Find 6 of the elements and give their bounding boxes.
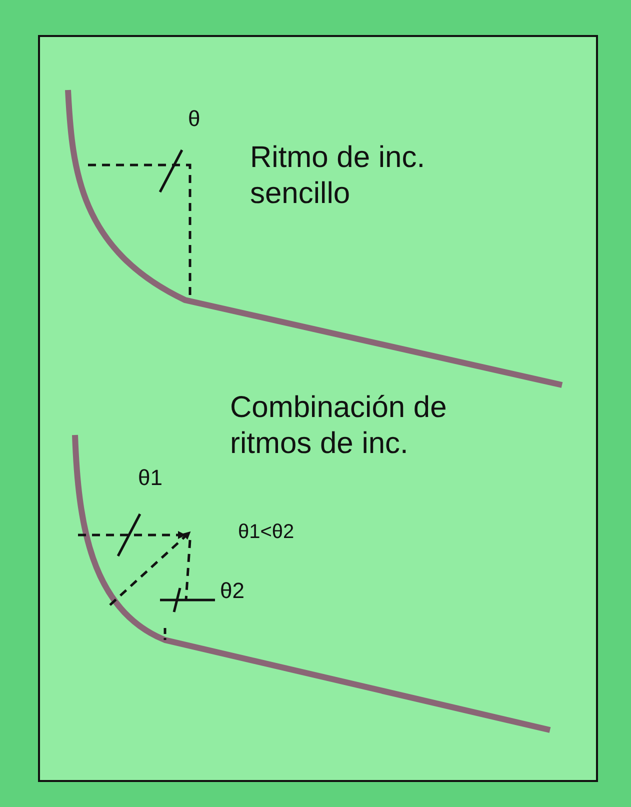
angle-label: θ1 [138,465,162,492]
inequality-label: θ1<θ2 [238,520,294,544]
angle-label: θ [188,106,200,132]
angle-label: θ2 [220,578,244,604]
caption-text: Ritmo de inc. sencillo [250,140,426,212]
caption-text: Combinación de ritmos de inc. [230,390,448,462]
